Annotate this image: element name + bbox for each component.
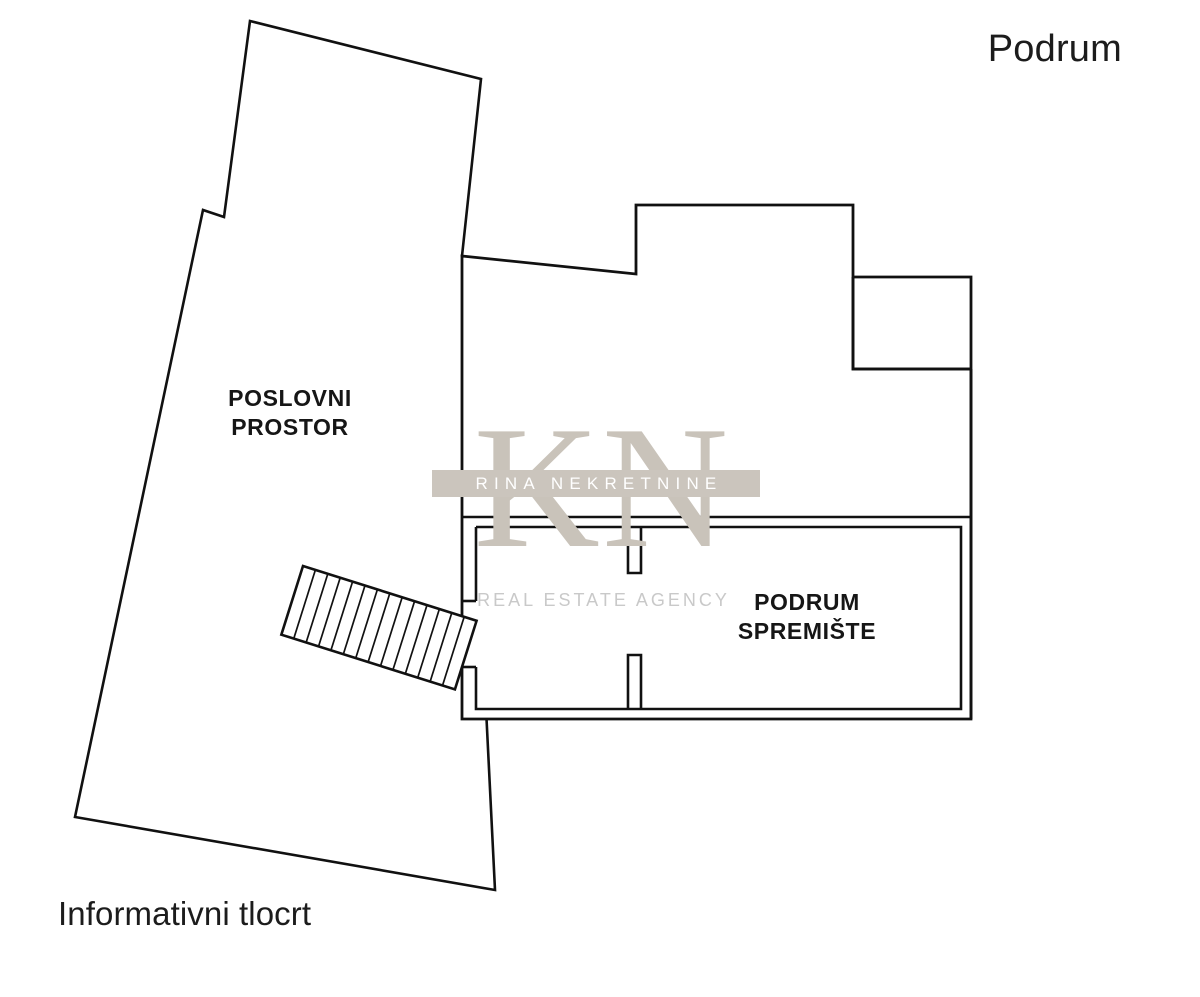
right-building-outline [460, 203, 973, 721]
room-label-poslovni-prostor: POSLOVNI PROSTOR [228, 385, 352, 440]
page-title: Podrum [987, 28, 1122, 70]
plan-caption: Informativni tlocrt [58, 895, 312, 932]
poslovni-prostor-outline [75, 21, 495, 890]
room-label-podrum-spremiste: PODRUM SPREMIŠTE [737, 589, 877, 644]
podrum-spremiste-walls [463, 525, 963, 711]
staircase [279, 564, 479, 692]
